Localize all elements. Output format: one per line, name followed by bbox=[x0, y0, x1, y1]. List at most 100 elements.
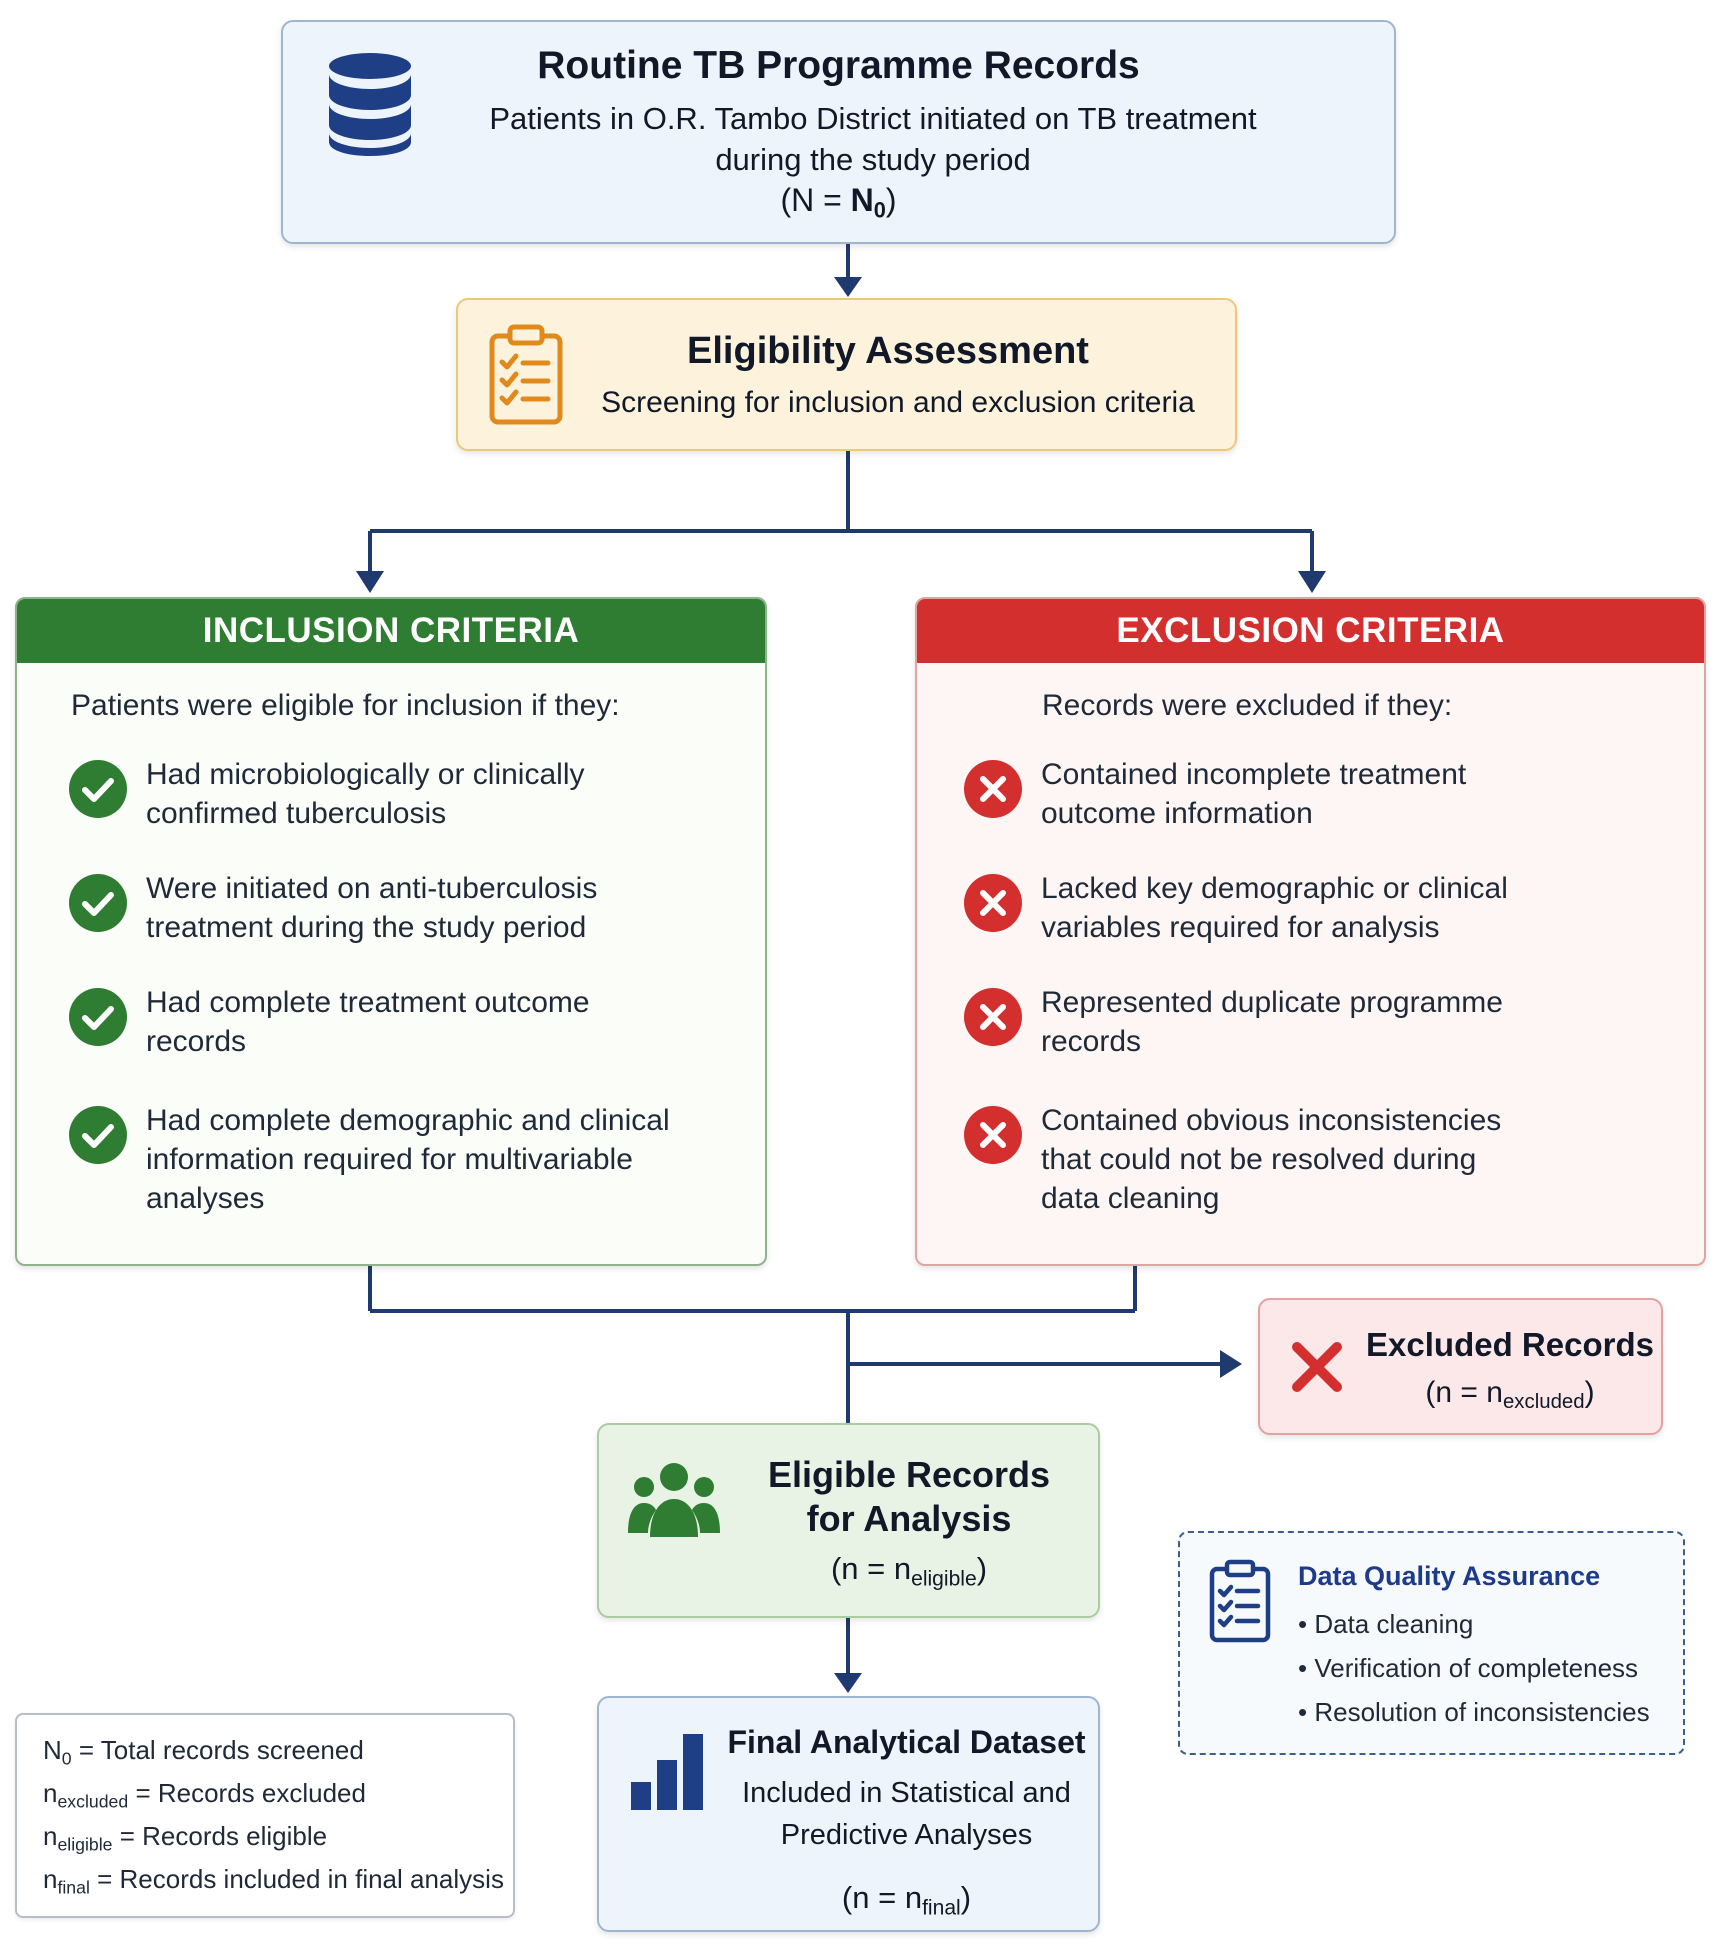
inclusion-item-2-line1: Were initiated on anti-tuberculosis bbox=[146, 872, 598, 905]
clipboard-checklist-icon bbox=[489, 324, 563, 425]
inclusion-item: Had complete demographic and clinical in… bbox=[146, 1101, 756, 1218]
legend-item: nfinal = Records included in final analy… bbox=[43, 1864, 513, 1898]
records-title: Routine TB Programme Records bbox=[537, 44, 1140, 87]
inclusion-item-4-line1: Had complete demographic and clinical bbox=[146, 1104, 670, 1137]
inclusion-intro: Patients were eligible for inclusion if … bbox=[71, 689, 620, 722]
arrowhead-excluded-records bbox=[1220, 1350, 1242, 1378]
legend-symbol: n bbox=[43, 1821, 58, 1851]
exclusion-item-3-line2: records bbox=[1041, 1025, 1142, 1058]
final-n-suffix: ) bbox=[960, 1880, 972, 1915]
excluded-n-suffix: ) bbox=[1584, 1376, 1595, 1409]
data-quality-title: Data Quality Assurance bbox=[1298, 1561, 1601, 1591]
x-icon bbox=[964, 1106, 1022, 1164]
legend-item: neligible = Records eligible bbox=[43, 1821, 513, 1855]
exclusion-item: Lacked key demographic or clinical varia… bbox=[1041, 869, 1681, 947]
final-subtitle-line1: Included in Statistical and bbox=[742, 1777, 1071, 1809]
exclusion-item-3-line1: Represented duplicate programme bbox=[1041, 986, 1503, 1019]
legend-item: nexcluded = Records excluded bbox=[43, 1778, 513, 1812]
x-icon bbox=[964, 760, 1022, 818]
inclusion-item-3-line2: records bbox=[146, 1025, 247, 1058]
routine-records-box: Routine TB Programme Records Patients in… bbox=[281, 20, 1396, 244]
legend-text: = Records excluded bbox=[128, 1778, 366, 1808]
final-dataset-subtitle: Included in Statistical and Predictive A… bbox=[719, 1772, 1094, 1856]
arrowhead-inclusion bbox=[356, 571, 384, 593]
inclusion-item-3-line1: Had complete treatment outcome bbox=[146, 986, 590, 1019]
legend-sub: 0 bbox=[61, 1748, 72, 1769]
data-quality-box: Data Quality Assurance • Data cleaning •… bbox=[1178, 1531, 1685, 1755]
legend-box: N0 = Total records screened nexcluded = … bbox=[15, 1713, 515, 1918]
final-dataset-n: (n = nfinal) bbox=[719, 1880, 1094, 1920]
legend-text: = Records eligible bbox=[112, 1821, 328, 1851]
inclusion-header: INCLUSION CRITERIA bbox=[17, 599, 765, 663]
final-dataset-title: Final Analytical Dataset bbox=[727, 1724, 1086, 1760]
check-icon bbox=[69, 874, 127, 932]
exclusion-item-4-line1: Contained obvious inconsistencies bbox=[1041, 1104, 1502, 1137]
inclusion-item: Had complete treatment outcome records bbox=[146, 983, 746, 1061]
excluded-n-prefix: (n = n bbox=[1425, 1376, 1503, 1409]
qa-item-3: Resolution of inconsistencies bbox=[1314, 1697, 1650, 1727]
eligible-n-sub: eligible bbox=[911, 1567, 977, 1591]
exclusion-item-4-line3: data cleaning bbox=[1041, 1182, 1220, 1215]
eligible-title-line2: for Analysis bbox=[806, 1498, 1012, 1539]
legend-text: = Total records screened bbox=[71, 1735, 364, 1765]
check-icon bbox=[69, 760, 127, 818]
legend-sub: excluded bbox=[57, 1791, 129, 1812]
exclusion-item-1-line2: outcome information bbox=[1041, 797, 1313, 830]
check-icon bbox=[69, 1106, 127, 1164]
exclusion-item: Contained obvious inconsistencies that c… bbox=[1041, 1101, 1681, 1218]
data-quality-item: • Verification of completeness bbox=[1298, 1653, 1639, 1683]
excluded-records-n: (n = nexcluded) bbox=[1360, 1376, 1660, 1414]
exclusion-item: Represented duplicate programme records bbox=[1041, 983, 1681, 1061]
eligible-title-line1: Eligible Records bbox=[767, 1454, 1051, 1495]
inclusion-item-2-line2: treatment during the study period bbox=[146, 911, 587, 944]
eligible-records-n: (n = neligible) bbox=[739, 1551, 1079, 1591]
records-n-prefix: (N = bbox=[780, 182, 851, 218]
records-n-suffix: ) bbox=[885, 182, 897, 218]
arrowhead-final bbox=[834, 1673, 862, 1693]
exclusion-item-2-line1: Lacked key demographic or clinical bbox=[1041, 872, 1508, 905]
eligible-records-box: Eligible Records for Analysis (n = nelig… bbox=[597, 1423, 1100, 1618]
check-icon bbox=[69, 988, 127, 1046]
inclusion-item-1-line2: confirmed tuberculosis bbox=[146, 797, 447, 830]
exclusion-intro: Records were excluded if they: bbox=[1042, 689, 1453, 722]
inclusion-item: Were initiated on anti-tuberculosis trea… bbox=[146, 869, 746, 947]
data-quality-item: • Data cleaning bbox=[1298, 1609, 1474, 1639]
records-n-sub: 0 bbox=[873, 197, 886, 223]
records-subtitle-line2: during the study period bbox=[715, 142, 1031, 177]
legend-sub: final bbox=[57, 1877, 90, 1898]
data-quality-item: • Resolution of inconsistencies bbox=[1298, 1697, 1650, 1727]
eligible-records-title: Eligible Records for Analysis bbox=[739, 1453, 1079, 1541]
final-n-sub: final bbox=[922, 1896, 961, 1920]
legend-symbol: n bbox=[43, 1864, 58, 1894]
inclusion-item-1-line1: Had microbiologically or clinically bbox=[146, 758, 585, 791]
qa-item-1: Data cleaning bbox=[1314, 1609, 1474, 1639]
x-icon bbox=[964, 874, 1022, 932]
exclusion-item-2-line2: variables required for analysis bbox=[1041, 911, 1440, 944]
legend-symbol: n bbox=[43, 1778, 58, 1808]
final-subtitle-line2: Predictive Analyses bbox=[780, 1819, 1033, 1851]
arrowhead-eligibility bbox=[834, 277, 862, 297]
eligibility-assessment-box: Eligibility Assessment Screening for inc… bbox=[456, 298, 1237, 451]
inclusion-item: Had microbiologically or clinically conf… bbox=[146, 755, 746, 833]
exclusion-criteria-panel: EXCLUSION CRITERIA Records were excluded… bbox=[915, 597, 1706, 1266]
legend-item: N0 = Total records screened bbox=[43, 1735, 513, 1769]
excluded-records-box: Excluded Records (n = nexcluded) bbox=[1258, 1298, 1663, 1435]
final-dataset-box: Final Analytical Dataset Included in Sta… bbox=[597, 1696, 1100, 1932]
inclusion-criteria-panel: INCLUSION CRITERIA Patients were eligibl… bbox=[15, 597, 767, 1266]
eligibility-subtitle: Screening for inclusion and exclusion cr… bbox=[601, 386, 1195, 419]
excluded-n-sub: excluded bbox=[1502, 1391, 1585, 1414]
eligible-n-prefix: (n = n bbox=[830, 1551, 912, 1586]
exclusion-item: Contained incomplete treatment outcome i… bbox=[1041, 755, 1681, 833]
exclusion-header: EXCLUSION CRITERIA bbox=[917, 599, 1704, 663]
exclusion-item-4-line2: that could not be resolved during bbox=[1041, 1143, 1477, 1176]
people-group-icon bbox=[628, 1463, 720, 1537]
legend-symbol: N bbox=[43, 1735, 62, 1765]
eligible-n-suffix: ) bbox=[976, 1551, 988, 1586]
records-n: (N = N0) bbox=[283, 182, 1394, 221]
x-mark-icon bbox=[1292, 1342, 1342, 1392]
records-subtitle: Patients in O.R. Tambo District initiate… bbox=[403, 98, 1343, 180]
clipboard-checklist-icon bbox=[1209, 1559, 1271, 1643]
inclusion-item-4-line2: information required for multivariable bbox=[146, 1143, 633, 1176]
legend-sub: eligible bbox=[57, 1834, 113, 1855]
